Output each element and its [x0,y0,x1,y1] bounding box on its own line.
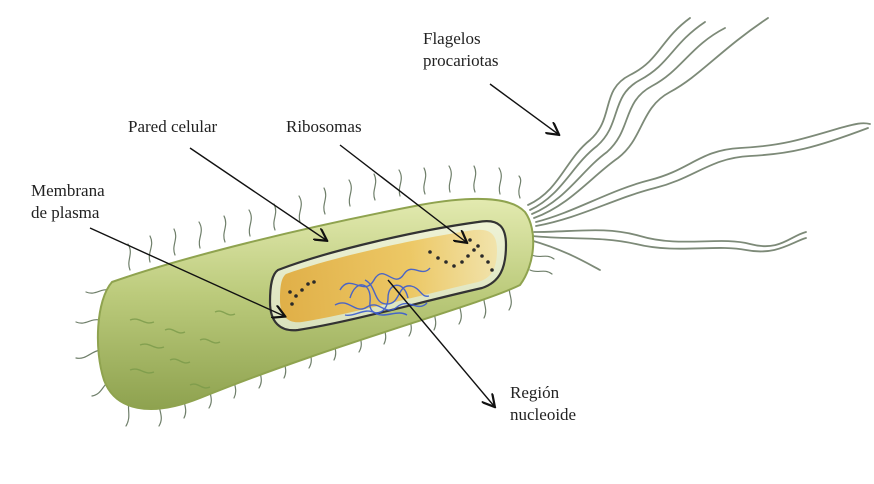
ribosome-dot [428,250,432,254]
label-nucleoid-line1: Región [510,382,576,404]
label-nucleoid-line2: nucleoide [510,404,576,426]
arrow-flagella [490,84,558,134]
flagella [528,18,870,270]
ribosome-dot [288,290,292,294]
ribosome-dot [460,260,464,264]
ribosome-dot [436,256,440,260]
ribosome-dot [490,268,494,272]
ribosome-dot [294,294,298,298]
label-plasma-membrane: Membrana de plasma [31,180,105,224]
ribosome-dot [290,302,294,306]
ribosome-dot [444,260,448,264]
label-plasma-membrane-line1: Membrana [31,180,105,202]
ribosome-dot [312,280,316,284]
label-ribosomes: Ribosomas [286,116,362,138]
arrow-cell-wall [190,148,326,240]
ribosome-dot [476,244,480,248]
ribosome-dot [300,288,304,292]
ribosome-dot [480,254,484,258]
label-ribosomes-text: Ribosomas [286,116,362,138]
label-cell-wall: Pared celular [128,116,217,138]
label-cell-wall-text: Pared celular [128,116,217,138]
ribosome-dot [472,248,476,252]
ribosome-dot [486,260,490,264]
ribosome-dot [468,238,472,242]
ribosome-dot [306,282,310,286]
label-flagella-line1: Flagelos [423,28,499,50]
ribosome-dot [466,254,470,258]
label-nucleoid: Región nucleoide [510,382,576,426]
label-flagella: Flagelos procariotas [423,28,499,72]
ribosome-dot [452,264,456,268]
label-flagella-line2: procariotas [423,50,499,72]
label-plasma-membrane-line2: de plasma [31,202,105,224]
